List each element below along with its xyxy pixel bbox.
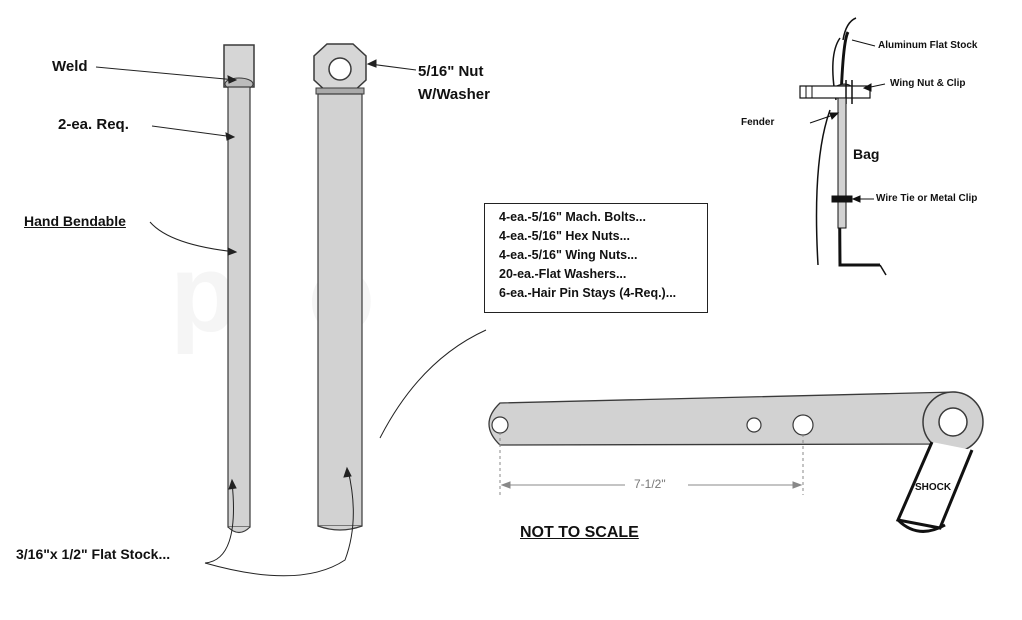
bolt: [799, 85, 871, 99]
nut-label-line1: 5/16" Nut: [418, 63, 484, 80]
bag-label: Bag: [853, 146, 880, 162]
shock-label: SHOCK: [915, 482, 952, 493]
parts-list-box: 4-ea.-5/16" Mach. Bolts... 4-ea.-5/16" H…: [484, 203, 708, 313]
fender-line: [815, 109, 831, 266]
flat-stock-label: 3/16"x 1/2" Flat Stock...: [16, 546, 171, 562]
bar-hole-2: [746, 417, 762, 433]
parts-list-item: 4-ea.-5/16" Wing Nuts...: [499, 248, 638, 262]
dimension-line: [499, 432, 804, 495]
wire-tie: [831, 195, 853, 203]
aluminum-flat-stock-label: Aluminum Flat Stock: [878, 40, 978, 51]
nut-label-line2: W/Washer: [418, 86, 490, 103]
hand-bendable-label: Hand Bendable: [24, 213, 126, 229]
long-stay-horizontal: [488, 391, 984, 533]
two-required-label: 2-ea. Req.: [58, 116, 129, 133]
dimension-label: 7-1/2": [634, 477, 666, 491]
parts-list-item: 20-ea.-Flat Washers...: [499, 267, 627, 281]
middle-flat-bar: [317, 93, 363, 527]
washer: [315, 87, 365, 95]
weld-label: Weld: [52, 58, 88, 75]
nut-hole: [328, 57, 352, 81]
middle-stay-front-view: [313, 43, 367, 531]
not-to-scale-label: NOT TO SCALE: [520, 524, 639, 541]
shock-body: [895, 441, 974, 530]
wire-tie-label: Wire Tie or Metal Clip: [876, 193, 978, 204]
wing-nut-clip-label: Wing Nut & Clip: [890, 78, 966, 89]
bar-hole-3: [792, 414, 814, 436]
shock-eye-hole: [938, 407, 968, 437]
horizontal-flat-bar: [488, 391, 961, 446]
bar-hole-1: [491, 416, 509, 434]
hairpin-stay: [837, 97, 847, 229]
left-flat-bar: [227, 86, 251, 528]
parts-list-item: 4-ea.-5/16" Hex Nuts...: [499, 229, 630, 243]
parts-list-item: 4-ea.-5/16" Mach. Bolts...: [499, 210, 646, 224]
parts-list-item: 6-ea.-Hair Pin Stays (4-Req.)...: [499, 286, 677, 300]
fender-label: Fender: [741, 117, 775, 128]
leader-lines: [95, 59, 487, 577]
left-stay-side-view: [223, 44, 255, 534]
installation-view: [799, 17, 887, 276]
